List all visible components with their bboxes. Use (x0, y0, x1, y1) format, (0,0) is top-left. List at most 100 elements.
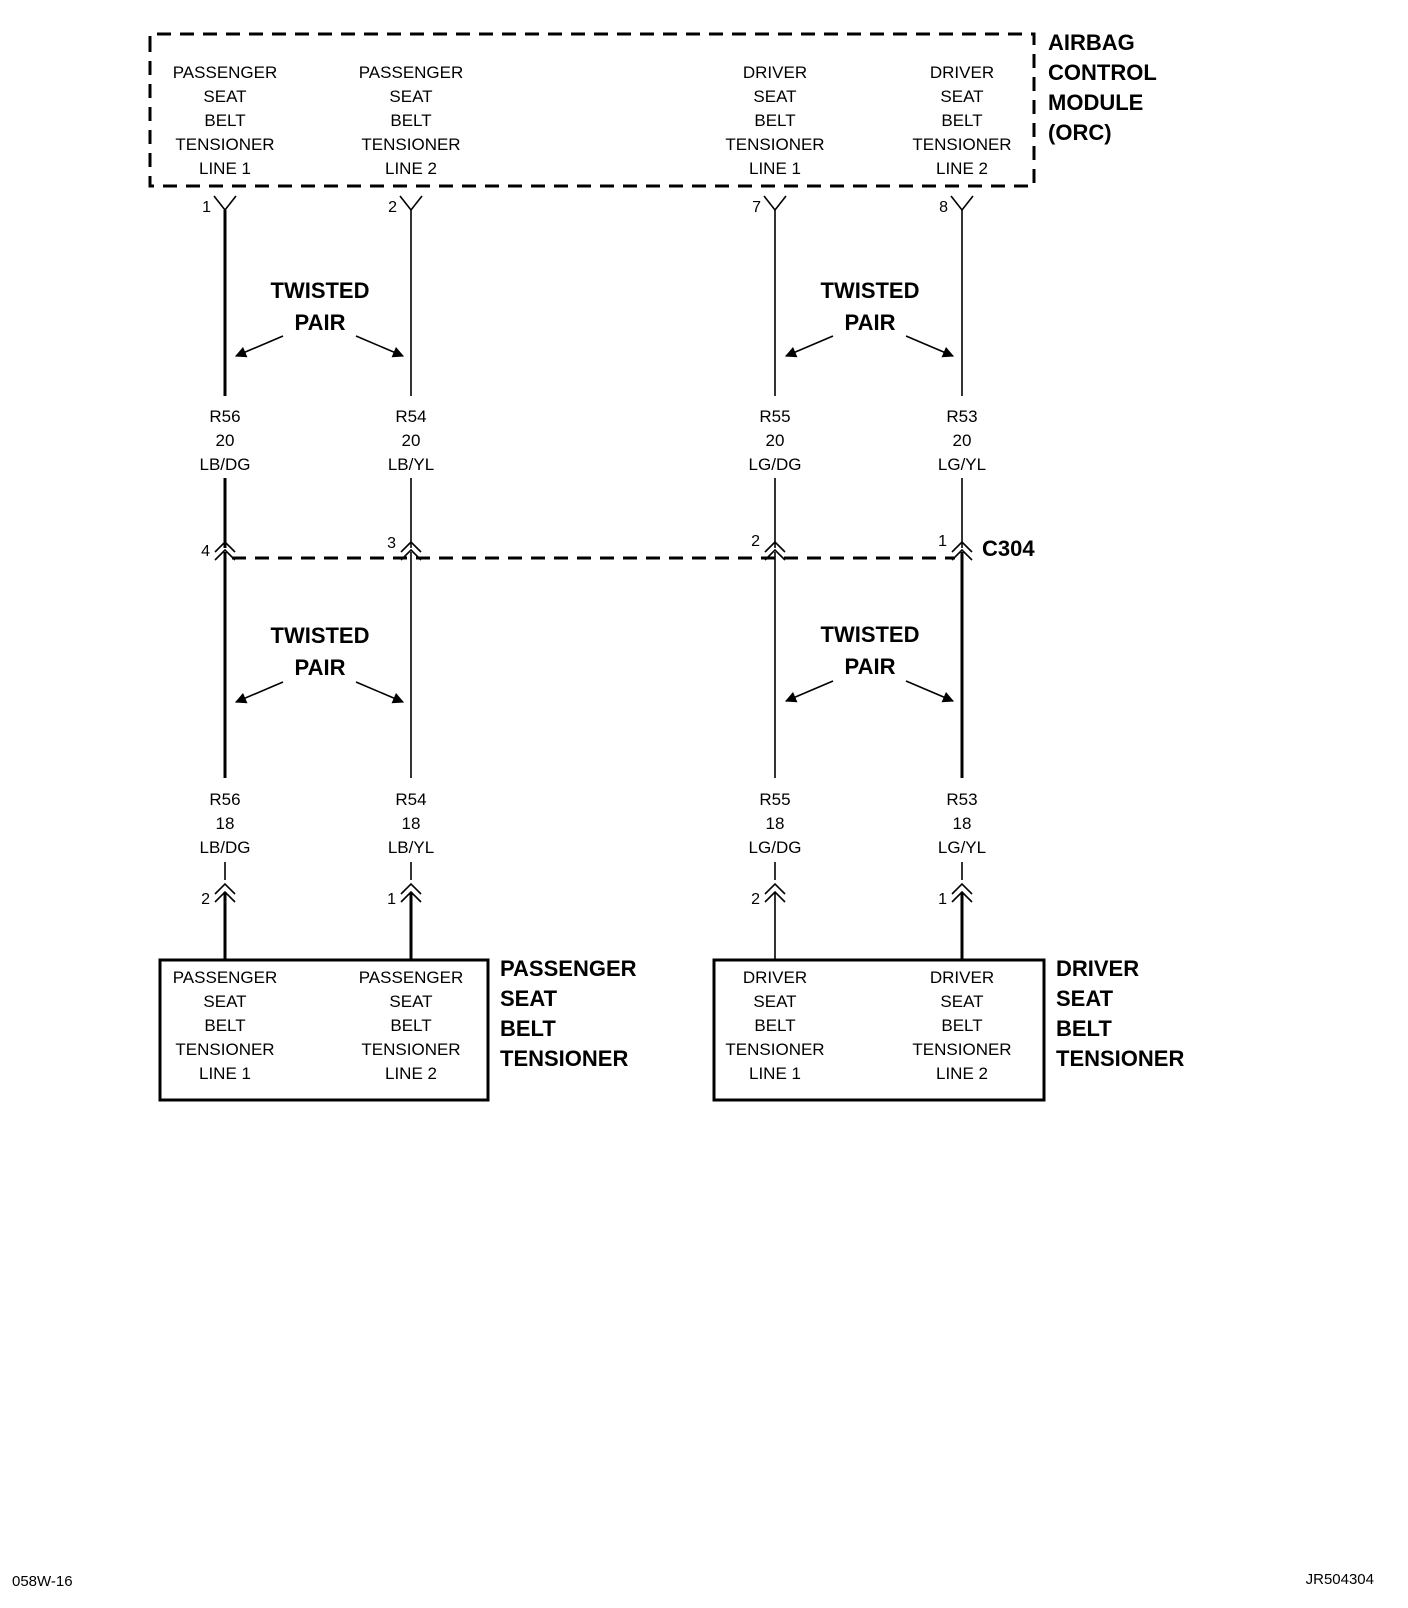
component-label-line: BELT (754, 1016, 795, 1035)
component-name-line: TENSIONER (500, 1046, 628, 1071)
component-name-line: BELT (500, 1016, 556, 1041)
pin-number: 1 (387, 891, 396, 908)
wire-circuit-label: R55 (759, 790, 790, 809)
twisted-pair-lower-passenger: TWISTED PAIR (234, 623, 405, 704)
module-name-line: (ORC) (1048, 120, 1112, 145)
arrow-left (784, 335, 834, 358)
component-label-line: SEAT (203, 992, 246, 1011)
component-name-line: TENSIONER (1056, 1046, 1184, 1071)
circuit-label-line: DRIVER (743, 63, 807, 82)
passenger-seat-belt-tensioner: PASSENGER SEAT BELT TENSIONER LINE 1 PAS… (158, 956, 637, 1102)
pin-number: 4 (201, 543, 210, 560)
connector-terminal: 1 (387, 862, 422, 960)
component-label-line: SEAT (753, 992, 796, 1011)
module-pins: 1 2 7 8 (202, 195, 974, 216)
circuit-label-line: SEAT (940, 87, 983, 106)
component-label-line: TENSIONER (912, 1040, 1011, 1059)
pin-number: 1 (938, 891, 947, 908)
module-circuit-passenger-line2: PASSENGER SEAT BELT TENSIONER LINE 2 (359, 63, 464, 178)
component-label-line: TENSIONER (725, 1040, 824, 1059)
pin-number: 8 (939, 199, 948, 216)
wire-color-label: LB/YL (388, 455, 434, 474)
connector-c304: 4 3 2 1 C304 (201, 533, 1035, 561)
wire-gauge-label: 18 (766, 814, 785, 833)
wire-circuit-label: R54 (395, 407, 426, 426)
circuit-label-line: TENSIONER (361, 135, 460, 154)
upper-wires (223, 210, 963, 396)
twisted-pair-label: TWISTED (271, 278, 370, 303)
wire-circuit-label: R53 (946, 790, 977, 809)
wire-gauge-label: 20 (766, 431, 785, 450)
arrow-right (355, 681, 405, 704)
arrow-right (905, 335, 955, 358)
circuit-label-line: BELT (941, 111, 982, 130)
twisted-pair-label: PAIR (845, 310, 896, 335)
component-name-line: SEAT (500, 986, 558, 1011)
component-box (158, 958, 490, 1102)
pin-number: 2 (751, 533, 760, 550)
wire-color-label: LB/DG (199, 838, 250, 857)
wire-gauge-label: 20 (402, 431, 421, 450)
component-label-line: TENSIONER (361, 1040, 460, 1059)
module-circuit-passenger-line1: PASSENGER SEAT BELT TENSIONER LINE 1 (173, 63, 278, 178)
twisted-pair-label: TWISTED (271, 623, 370, 648)
module-pin-terminal: 2 (388, 195, 423, 216)
circuit-label-line: BELT (754, 111, 795, 130)
wire-circuit-label: R56 (209, 790, 240, 809)
circuit-label-line: SEAT (753, 87, 796, 106)
wire-color-label: LG/DG (749, 455, 802, 474)
component-label-line: LINE 2 (936, 1064, 988, 1083)
circuit-label-line: DRIVER (930, 63, 994, 82)
module-dashed-outline (148, 32, 1036, 188)
component-label-line: LINE 1 (749, 1064, 801, 1083)
circuit-label-line: BELT (204, 111, 245, 130)
component-name-line: DRIVER (1056, 956, 1139, 981)
wire-circuit-label: R54 (395, 790, 426, 809)
connector-terminal: 1 (938, 862, 973, 960)
wire-color-label: LG/DG (749, 838, 802, 857)
wire-color-label: LB/DG (199, 455, 250, 474)
c304-upper-wires (223, 478, 963, 548)
wire-color-label: LB/YL (388, 838, 434, 857)
connector-terminal: 2 (201, 862, 236, 960)
pin-number: 7 (752, 199, 761, 216)
component-label-line: LINE 2 (385, 1064, 437, 1083)
lower-wire-labels: R56 18 LB/DG R54 18 LB/YL R55 18 LG/DG R… (199, 790, 986, 857)
module-name-line: CONTROL (1048, 60, 1157, 85)
pin-number: 2 (388, 199, 397, 216)
module-circuit-driver-line2: DRIVER SEAT BELT TENSIONER LINE 2 (912, 63, 1011, 178)
circuit-label-line: BELT (390, 111, 431, 130)
circuit-label-line: PASSENGER (173, 63, 278, 82)
connector-terminal: 2 (751, 862, 786, 960)
module-pin-terminal: 7 (752, 195, 787, 216)
component-label-line: BELT (941, 1016, 982, 1035)
figure-code-right: JR504304 (1306, 1571, 1374, 1588)
component-label-line: DRIVER (743, 968, 807, 987)
twisted-pair-upper-passenger: TWISTED PAIR (234, 278, 405, 358)
wire-circuit-label: R56 (209, 407, 240, 426)
component-label-line: SEAT (389, 992, 432, 1011)
circuit-label-line: LINE 1 (749, 159, 801, 178)
module-circuit-driver-line1: DRIVER SEAT BELT TENSIONER LINE 1 (725, 63, 824, 178)
figure-code-left: 058W-16 (12, 1573, 73, 1590)
component-label-line: PASSENGER (173, 968, 278, 987)
component-box (712, 958, 1046, 1102)
module-name-line: MODULE (1048, 90, 1143, 115)
component-label-line: SEAT (940, 992, 983, 1011)
circuit-label-line: LINE 1 (199, 159, 251, 178)
connector-name: C304 (982, 536, 1035, 561)
circuit-label-line: LINE 2 (936, 159, 988, 178)
component-name-line: SEAT (1056, 986, 1114, 1011)
component-label-line: TENSIONER (175, 1040, 274, 1059)
twisted-pair-lower-driver: TWISTED PAIR (784, 622, 955, 703)
driver-seat-belt-tensioner: DRIVER SEAT BELT TENSIONER LINE 1 DRIVER… (712, 956, 1184, 1102)
circuit-label-line: SEAT (203, 87, 246, 106)
module-name-line: AIRBAG (1048, 30, 1135, 55)
component-label-line: BELT (204, 1016, 245, 1035)
pin-number: 1 (202, 199, 211, 216)
component-name-line: BELT (1056, 1016, 1112, 1041)
lower-wires (223, 552, 964, 778)
circuit-label-line: TENSIONER (175, 135, 274, 154)
twisted-pair-label: TWISTED (821, 278, 920, 303)
